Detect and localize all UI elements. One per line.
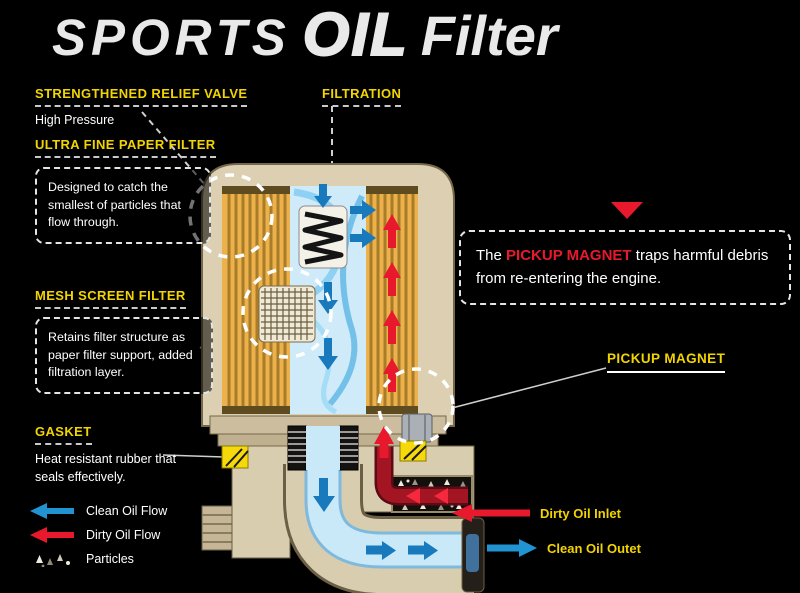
trapped-particles [398,479,466,510]
clean-oil-outlet-arrow-icon [487,539,537,557]
dirty-flow-arrows [374,214,401,458]
legend-dirty-label: Dirty Oil Flow [86,528,161,542]
paper-filter-label: ULTRA FINE PAPER FILTER [35,137,216,158]
magnet-note-lead: The [476,247,502,264]
pickup-magnet-note-box: The PICKUP MAGNET traps harmful debris f… [459,230,791,305]
dirty-oil-inlet-arrow-icon [452,504,530,522]
relief-valve-label: STRENGTHENED RELIEF VALVE [35,86,248,107]
mesh-filter-callout: MESH SCREEN FILTER [35,287,186,309]
dirty-oil-inlet-label: Dirty Oil Inlet [540,505,621,521]
clean-oil-flow-arrow-icon [30,503,74,519]
dirty-oil-inlet-row: Dirty Oil Inlet [452,504,621,522]
title-sports: SPORTS [52,9,291,66]
paper-filter-callout: ULTRA FINE PAPER FILTER [35,136,216,158]
legend-row-particles: Particles [30,551,167,567]
gasket-right [399,440,427,462]
mesh-filter-label: MESH SCREEN FILTER [35,288,186,309]
title-filter: Filter [420,4,558,67]
dirty-oil-flow-arrow-icon [30,527,74,543]
clean-oil-outlet-label: Clean Oil Outet [547,540,641,556]
filtration-label: FILTRATION [322,86,402,107]
relief-valve-circle [188,173,274,259]
gasket-label: GASKET [35,424,92,445]
relief-valve-sub: High Pressure [35,113,115,127]
pickup-magnet-circle [377,367,455,445]
legend: Clean Oil Flow Dirty Oil Flow Particles [30,503,167,567]
particles-icon [36,554,70,567]
paper-filter-description: Designed to catch the smallest of partic… [48,180,181,230]
pickup-magnet-label: PICKUP MAGNET [607,351,726,373]
pickup-magnet-callout: PICKUP MAGNET [607,350,726,373]
legend-row-dirty: Dirty Oil Flow [30,527,167,543]
flow-arrows [313,184,438,560]
mesh-screen-circle [241,267,333,359]
filtration-callout: FILTRATION [322,85,402,107]
mesh-filter-description-box: Retains filter structure as paper filter… [35,317,213,394]
gasket-callout: GASKET Heat resistant rubber that seals … [35,423,195,486]
highlight-circles [188,173,455,445]
page-title: SPORTS OIL Filter [52,0,558,69]
threaded-outlet [287,425,359,471]
relief-valve-callout: STRENGTHENED RELIEF VALVE High Pressure [35,85,248,127]
paper-filter-description-box: Designed to catch the smallest of partic… [35,167,211,244]
legend-clean-label: Clean Oil Flow [86,504,168,518]
dirty-oil-inlet-pipe [374,440,468,506]
gasket-left [221,445,249,469]
gasket-description: Heat resistant rubber that seals effecti… [35,452,177,484]
magnet-note-highlight: PICKUP MAGNET [506,247,632,264]
legend-particles-label: Particles [86,552,134,566]
relief-valve-spring [298,205,348,269]
down-pointer-icon [611,202,643,219]
title-oil: OIL [302,0,409,69]
mesh-screen [258,285,316,343]
mesh-filter-description: Retains filter structure as paper filter… [48,330,193,380]
clean-oil-outlet-row: Clean Oil Outet [487,539,641,557]
clean-flow-arrows [313,184,438,560]
pickup-magnet-part [401,413,433,443]
legend-row-clean: Clean Oil Flow [30,503,167,519]
magnet-note-rest: traps harmful debris from re-entering th… [476,247,769,287]
